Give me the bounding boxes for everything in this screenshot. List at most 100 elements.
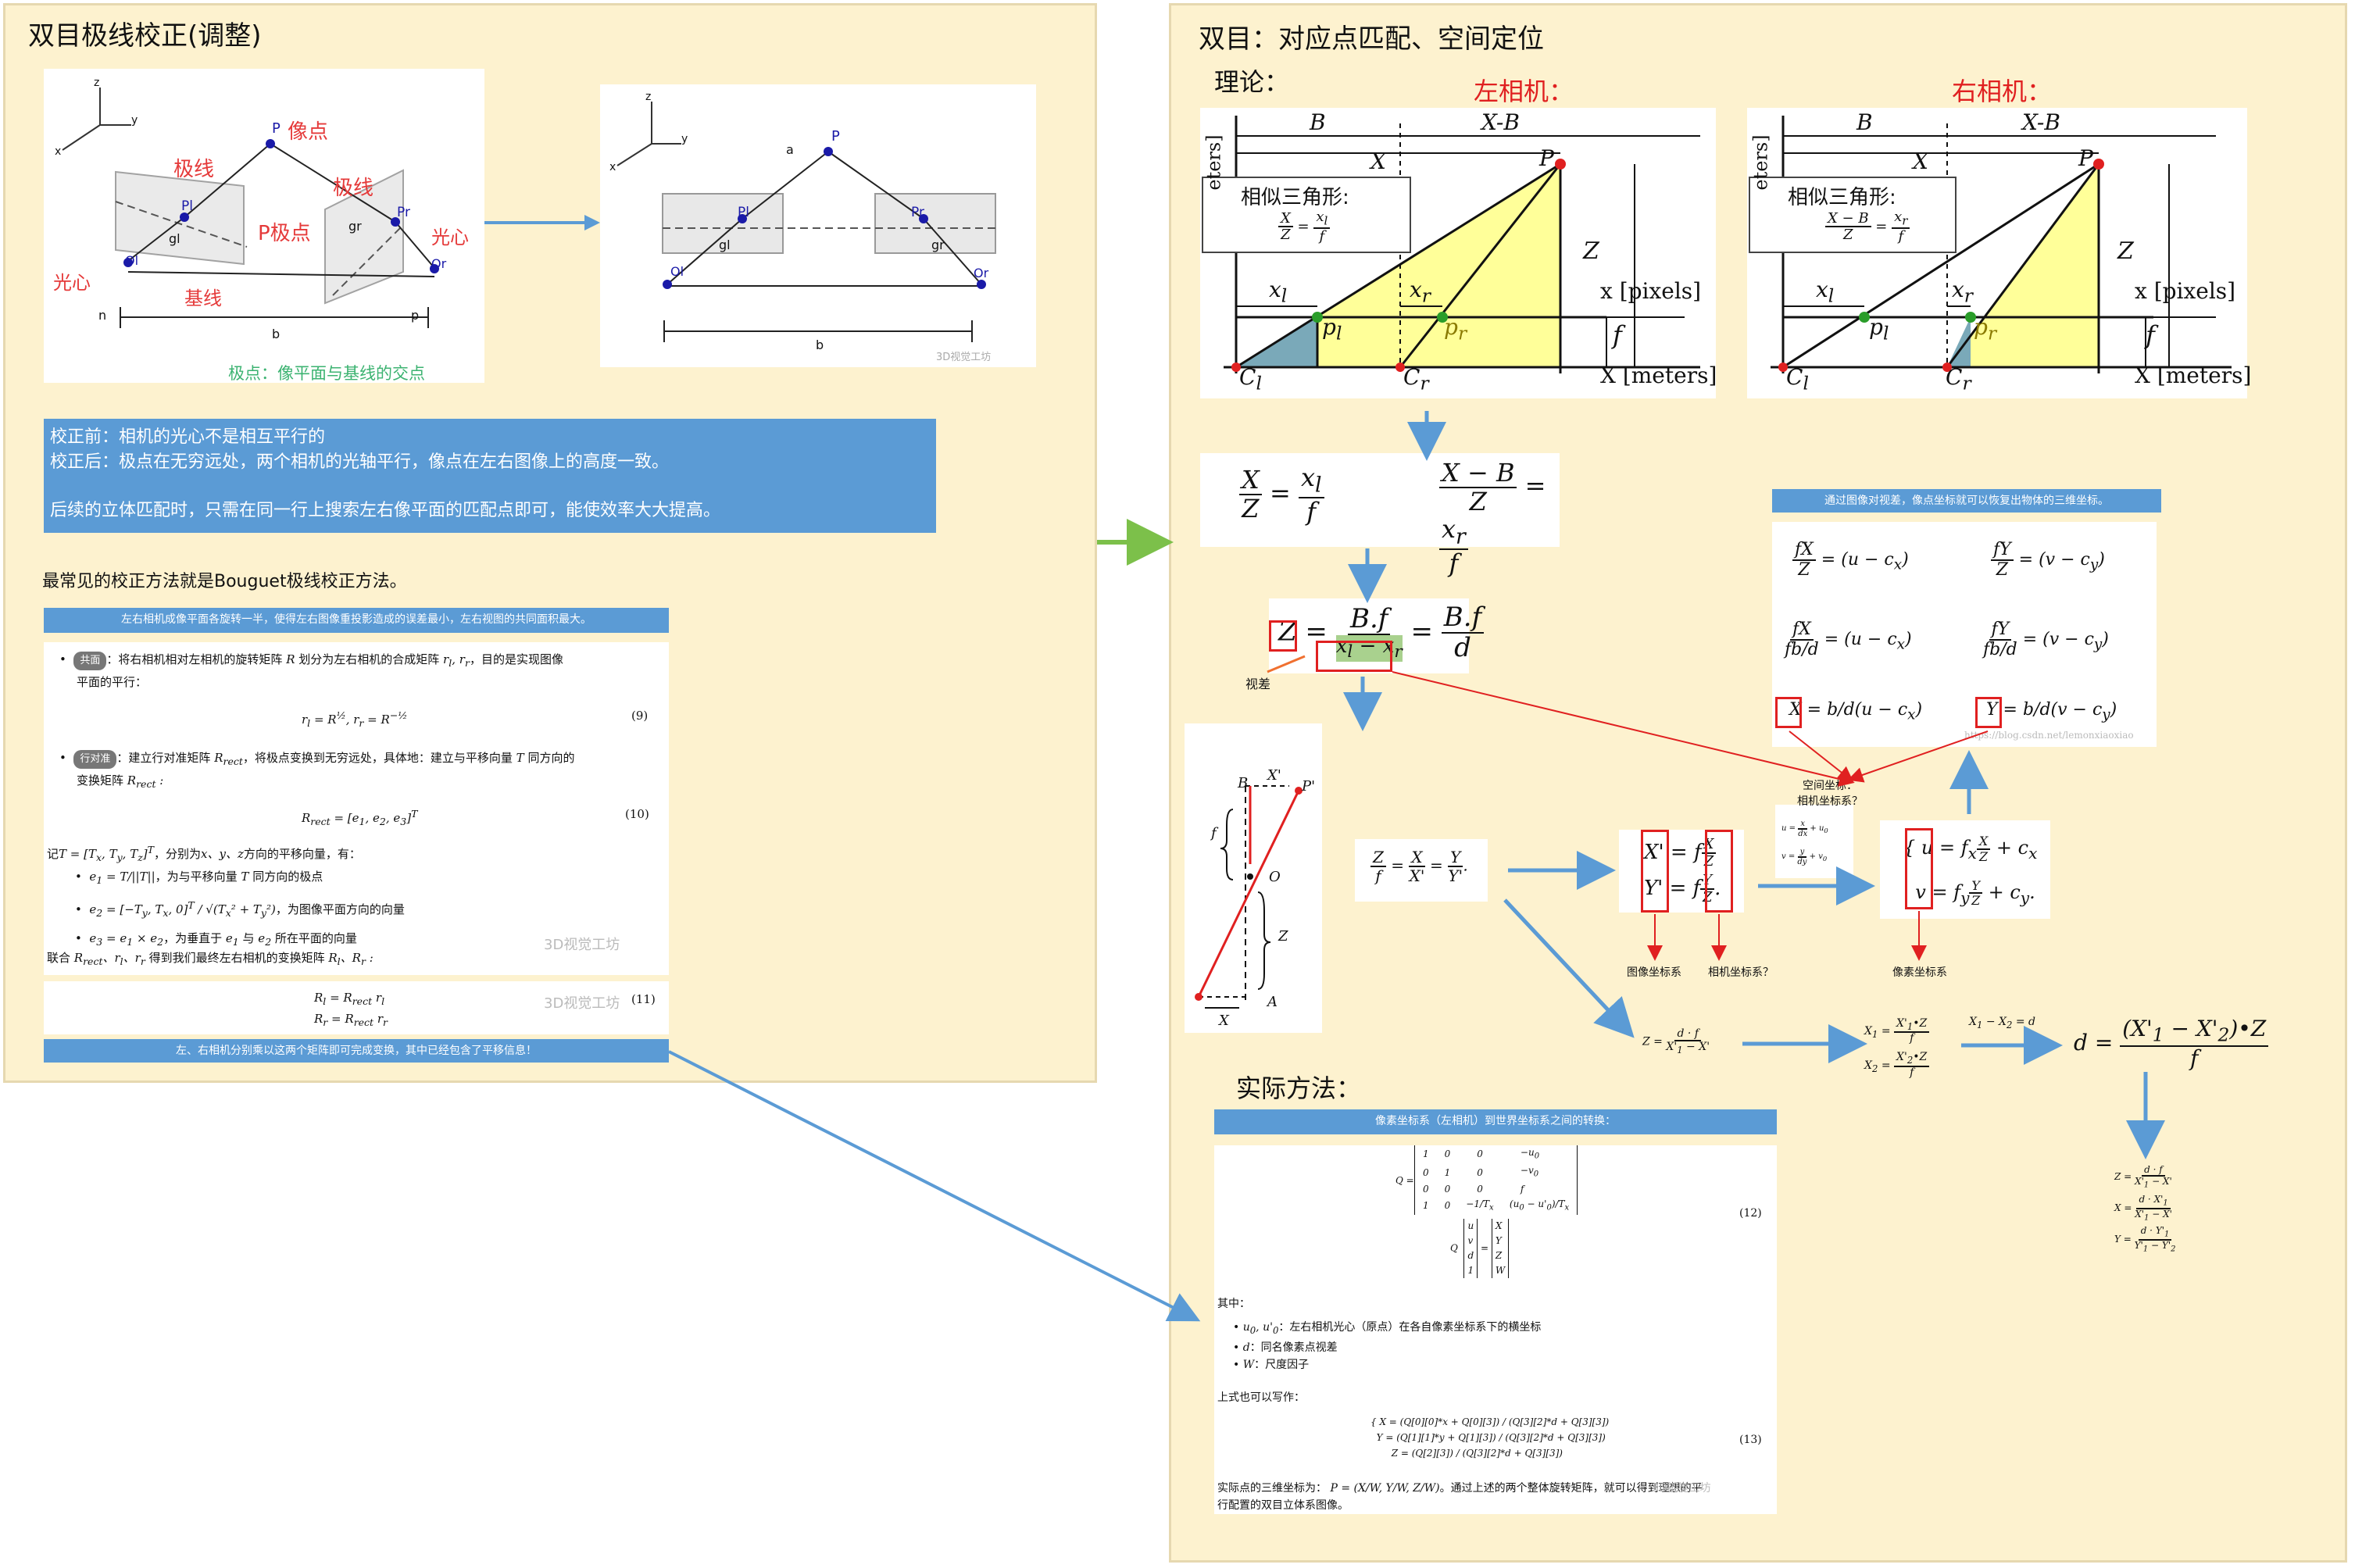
fig2-b: b [816, 338, 824, 352]
doc-note-c: 方向的平移向量，有： [243, 847, 361, 861]
theory-label: 理论： [1214, 67, 1290, 97]
pinhole-O: O [1269, 869, 1281, 885]
diag-right-B: B [1856, 109, 1873, 135]
pixel-coord-label: 像素坐标系 [1892, 966, 1947, 979]
image-coord-label: 图像坐标系 [1627, 966, 1681, 979]
practical-label: 实际方法： [1236, 1073, 1362, 1103]
diag-right-P: P [2078, 145, 2093, 171]
where-label: 其中： [1217, 1298, 1250, 1310]
doc-item1-d: 平面的平行： [77, 675, 148, 689]
diag-right-xl: xl [1816, 277, 1835, 307]
rectification-info-box: 校正前：相机的光心不是相互平行的 校正后：极点在无穷远处，两个相机的光轴平行，像… [44, 419, 936, 533]
practical-watermark: 3D视觉工坊 [1652, 1482, 1711, 1495]
bouguet-doc: • 共面：将右相机相对左相机的旋转矩阵 R 划分为左右相机的合成矩阵 rl, r… [44, 642, 669, 975]
pinhole-Pp: P' [1302, 778, 1316, 795]
diag-left-pl: pl [1322, 314, 1342, 345]
fig1-p-point: P [272, 120, 281, 137]
recover-x-highlight [1775, 697, 1802, 728]
diag-left-f: f [1613, 320, 1622, 350]
doc-item1-a: ：将右相机相对左相机的旋转矩阵 [106, 652, 283, 666]
fig2-axis-x: x [609, 161, 616, 173]
fig1-pr: Pr [397, 205, 410, 220]
pinhole-f: f [1211, 825, 1217, 841]
similar-label-right: 相似三角形: [1788, 186, 1896, 209]
fig2-axis-y: y [681, 133, 688, 145]
practical-bullets: • u0, u'0：左右相机光心（原点）在各自像素坐标系下的横坐标 • d：同名… [1233, 1319, 1764, 1373]
diag-right-f: f [2146, 320, 2155, 350]
doc-e3: • e3 = e1 × e2，为垂直于 e1 与 e2 所在平面的向量 [75, 931, 357, 948]
fig1-or: Or [431, 256, 447, 271]
pill-coplanar: 共面 [73, 652, 107, 670]
doc-e1: • e1 = T/||T||，为与平移向量 T 同方向的极点 [75, 870, 323, 886]
fig2-gl: gl [719, 238, 731, 252]
diag-left-P: P [1539, 145, 1554, 171]
eq13-number: (13) [1739, 1434, 1762, 1446]
practical-bar: 像素坐标系（左相机）到世界坐标系之间的转换： [1214, 1109, 1777, 1134]
diag-left-B: B [1310, 109, 1326, 135]
eq10-number: (10) [625, 807, 649, 821]
fig1-p: p [411, 308, 420, 323]
doc-e3-and: 与 [242, 931, 255, 945]
arrow-fig1-to-fig2 [484, 215, 600, 230]
doc-watermark1: 3D视觉工坊 [544, 937, 620, 953]
fig2-pr: Pr [911, 205, 924, 220]
camera-coord-label: 相机坐标系？ [1708, 966, 1774, 979]
fig1-p-label: 像点 [288, 120, 329, 144]
diag-left-xl: xl [1269, 277, 1288, 307]
diag-right-XB: X-B [2022, 109, 2060, 135]
pinhole-A: A [1267, 994, 1278, 1010]
fig1-optical-center-right: 光心 [431, 227, 469, 248]
diag-right-Xmeters: X [meters] [2135, 363, 2252, 388]
fig1-pl: Pl [181, 198, 193, 214]
eq11-number: (11) [631, 992, 656, 1006]
doc-combine: 联合 Rrect、rl、rr 得到我们最终左右相机的变换矩阵 Rl、Rr : [47, 951, 373, 967]
pinhole-Xp: X' [1267, 767, 1281, 784]
diag-right-Cr: Cr [1946, 364, 1971, 395]
eq9-formula: rl = R½, rr = R−½ [302, 709, 408, 729]
doc-note-b: ，分别为 [154, 847, 202, 861]
doc-combine-b: 得到我们最终左右相机的变换矩阵 [148, 951, 325, 965]
right-camera-label: 右相机： [1952, 77, 2053, 106]
doc-note: 记T = [Tx, Ty, Tz]T，分别为x、y、z方向的平移向量，有： [47, 844, 361, 863]
uv-highlight [1905, 828, 1933, 909]
fig2-a: a [786, 142, 794, 157]
fig2-p-point: P [831, 128, 840, 145]
fig1-epiline-right: 极线 [333, 177, 374, 200]
doc-e2: • e2 = [−Ty, Tx, 0]T / √(Tx² + Ty²)，为图像平… [75, 899, 405, 919]
pinhole-sketch: B X' P' f O Z A X [1185, 723, 1322, 1033]
bouguet-doc-header: 左右相机成像平面各旋转一半，使得左右图像重投影造成的误差最小，左右视图的共同面积… [44, 608, 669, 633]
fig2-axis-z: z [645, 91, 652, 103]
fig2-gr: gr [931, 238, 945, 252]
rectified-figure: z y x P a Pl gl Pr gr Ol Or b 3D视觉工坊 [600, 84, 1036, 367]
pinhole-sketch-svg [1195, 785, 1303, 1009]
fig1-axis-x: x [55, 145, 62, 158]
diag-right-Z: Z [2117, 238, 2134, 265]
real-coord-text: 实际点的三维坐标为： P = (X/W, Y/W, Z/W)。通过上述的两个整体… [1217, 1482, 1703, 1512]
recover-eq5: X = b/d(u − cx) [1789, 700, 1923, 723]
diag-right-xpix: x [pixels] [2135, 278, 2236, 304]
info-line-after: 校正后：极点在无穷远处，两个相机的光轴平行，像点在左右图像上的高度一致。 [50, 452, 670, 472]
eq9-number: (9) [631, 709, 649, 723]
fig2-watermark: 3D视觉工坊 [936, 352, 992, 363]
pill-row-align: 行对准 [73, 750, 117, 769]
doc-item2-b: ，将极点变换到无穷远处，具体地：建立与平移向量 [242, 751, 513, 765]
diag-left-Cl: Cl [1239, 364, 1262, 395]
recover-bar: 通过图像对视差，像点坐标就可以恢复出物体的三维坐标。 [1772, 489, 2161, 513]
doc-item2-c: 同方向的 [527, 751, 575, 765]
fig1-gl: gl [169, 231, 180, 246]
doc-watermark2: 3D视觉工坊 [544, 995, 620, 1012]
